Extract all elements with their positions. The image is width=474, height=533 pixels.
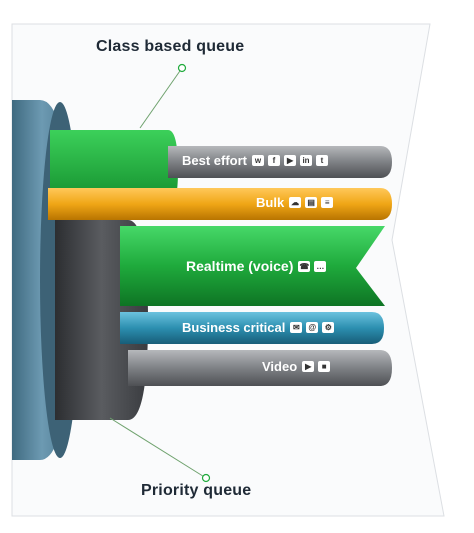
- strand-video: [128, 350, 392, 386]
- strand-business-critical: [120, 312, 384, 344]
- gear-icon: ⚙: [322, 322, 335, 333]
- strand-realtime-voice: [120, 226, 385, 306]
- strand-label-bulk: Bulk ☁ ▤ ≡: [256, 195, 334, 210]
- class-queue-leader-dot: [177, 63, 187, 73]
- class-based-queue-label: Class based queue: [96, 38, 245, 55]
- strand-label-best-effort: Best effort w f ▶ in t: [182, 153, 329, 168]
- chat-icon: …: [314, 260, 327, 272]
- at-icon: @: [306, 322, 319, 333]
- strand-label-business-critical: Business critical ✉ @ ⚙: [182, 320, 335, 335]
- priority-queue-leader-dot: [201, 473, 211, 483]
- youtube-icon: ▶: [284, 155, 297, 166]
- document-icon: ≡: [321, 197, 334, 208]
- facebook-icon: f: [268, 155, 281, 166]
- best-effort-text: Best effort: [182, 153, 248, 168]
- priority-queue-label: Priority queue: [141, 482, 252, 499]
- realtime-voice-text: Realtime (voice): [186, 258, 294, 274]
- business-critical-text: Business critical: [182, 320, 286, 335]
- class-queue-leader-line: [139, 67, 183, 129]
- storage-icon: ▤: [305, 197, 318, 208]
- strand-label-video: Video ▶ ■: [262, 359, 331, 374]
- strand-label-realtime-voice: Realtime (voice) ☎ …: [186, 258, 327, 274]
- video-text: Video: [262, 359, 298, 374]
- whatsapp-icon: w: [252, 155, 265, 166]
- strand-bulk: [48, 188, 392, 220]
- phone-ring-icon: ☎: [298, 260, 311, 272]
- video-camera-icon: ■: [318, 361, 331, 372]
- play-icon: ▶: [302, 361, 315, 372]
- mail-icon: ✉: [290, 322, 303, 333]
- priority-queue-leader-line: [109, 417, 207, 479]
- twitter-icon: t: [316, 155, 329, 166]
- linkedin-icon: in: [300, 155, 313, 166]
- cloud-download-icon: ☁: [289, 197, 302, 208]
- bulk-text: Bulk: [256, 195, 285, 210]
